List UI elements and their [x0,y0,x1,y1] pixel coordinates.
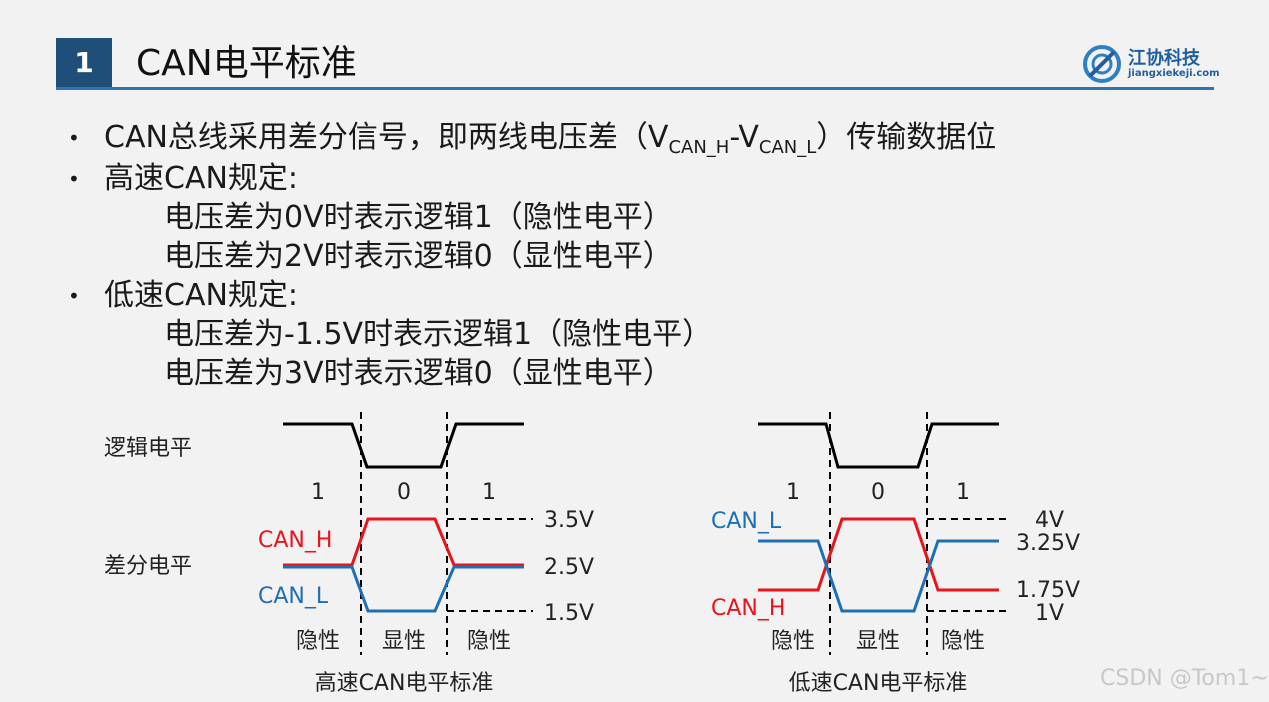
bullet-1-mid: -V [729,120,759,155]
bullet-1: • CAN总线采用差分信号，即两线电压差（VCAN_H-VCAN_L）传输数据位 [60,118,1210,158]
hs-bit-3: 1 [482,480,496,505]
hs-can-h-label: CAN_H [258,528,332,553]
bullet-dot: • [68,126,80,150]
bullet-3-text: 低速CAN规定: [104,278,299,313]
ls-voltage-3v25: 3.25V [1016,531,1080,556]
bullet-dot: • [68,284,80,308]
row-label-logic: 逻辑电平 [104,436,192,461]
section-number: 1 [56,38,112,88]
ls-state-3: 隐性 [941,629,985,654]
hs-state-3: 隐性 [467,629,511,654]
hs-voltage-2v5: 2.5V [544,555,594,580]
bullet-1-sub-l: CAN_L [758,137,817,158]
hs-can-h-wave [283,517,524,567]
ls-can-h-wave [758,517,999,592]
bullet-3-line-2: 电压差为3V时表示逻辑0（显性电平） [164,356,673,391]
watermark: CSDN @Tom1~ [1100,666,1269,691]
ls-voltage-1v75: 1.75V [1016,578,1080,603]
brand-logo: 江协科技 jiangxiekeji.com [1080,42,1220,86]
ls-caption: 低速CAN电平标准 [789,671,968,696]
ls-bit-2: 0 [871,480,885,505]
ls-logic-wave [758,422,999,469]
ls-state-1: 隐性 [771,629,815,654]
hs-voltage-1v5: 1.5V [544,601,594,626]
bullet-2-line-1: 电压差为0V时表示逻辑1（隐性电平） [164,200,673,235]
ls-state-2: 显性 [856,629,900,654]
bullet-1-text: CAN总线采用差分信号，即两线电压差（V [104,120,669,155]
ls-voltage-4v: 4V [1035,508,1064,533]
bullet-dot: • [68,167,80,191]
low-speed-diagram: 1 0 1 CAN_L CAN_H 4V 3.25V 1.75V 1V 隐性 显… [711,412,1080,696]
hs-logic-wave [283,422,524,469]
logo-icon [1083,45,1121,83]
slide-title: CAN电平标准 [136,43,357,84]
hs-can-l-label: CAN_L [258,584,329,609]
ls-can-l-wave [758,539,999,613]
hs-bit-1: 1 [311,480,325,505]
bullet-1-sub-h: CAN_H [668,137,730,158]
bullet-2-text: 高速CAN规定: [104,161,299,196]
hs-bit-2: 0 [397,480,411,505]
hs-state-1: 隐性 [296,629,340,654]
logo-name-cn: 江协科技 [1128,48,1200,69]
high-speed-diagram: 1 0 1 CAN_H CAN_L 3.5V 2.5V 1.5V 隐性 显性 隐… [258,412,594,696]
bullet-2-line-2: 电压差为2V时表示逻辑0（显性电平） [164,239,673,274]
ls-can-l-label: CAN_L [711,509,782,534]
ls-bit-3: 1 [956,480,970,505]
ls-can-h-label: CAN_H [711,596,785,621]
bullet-1-suffix: ）传输数据位 [816,120,997,155]
hs-state-2: 显性 [382,629,426,654]
row-label-diff: 差分电平 [104,554,192,579]
hs-caption: 高速CAN电平标准 [315,671,494,696]
hs-can-l-wave [283,565,524,613]
header-rule [56,87,1214,90]
slide-header: 1 CAN电平标准 [56,38,1214,90]
ls-bit-1: 1 [786,480,800,505]
ls-voltage-1v: 1V [1035,601,1064,626]
bullet-3-line-1: 电压差为-1.5V时表示逻辑1（隐性电平） [164,317,713,352]
hs-voltage-3v5: 3.5V [544,508,594,533]
logo-name-en: jiangxiekeji.com [1128,68,1220,79]
